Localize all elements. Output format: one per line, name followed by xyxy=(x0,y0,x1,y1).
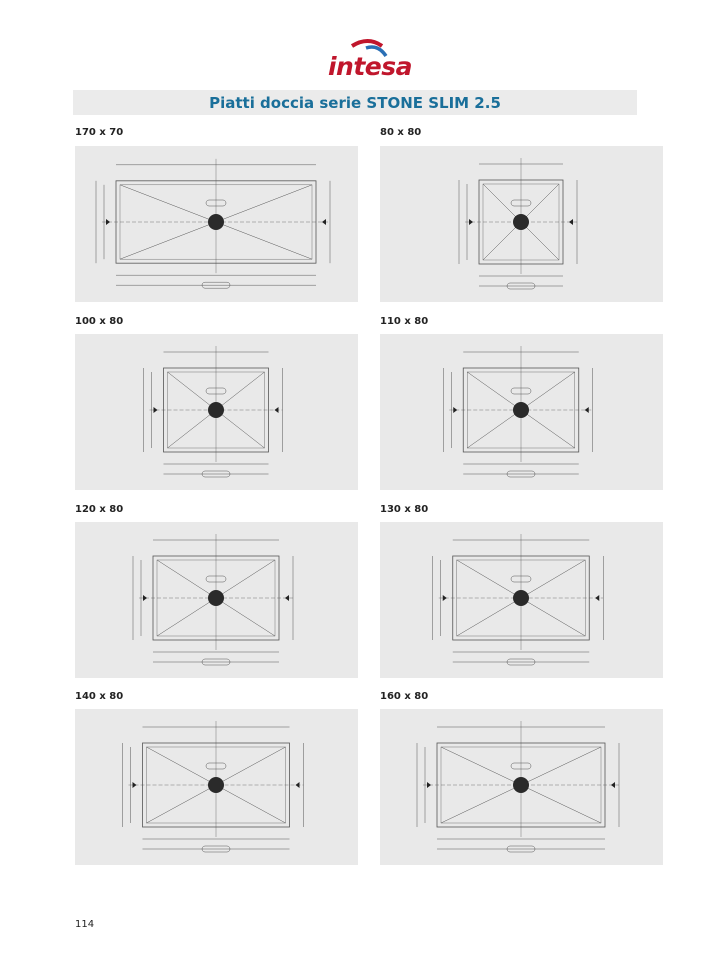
logo-text: intesa xyxy=(327,52,413,81)
drawing-size-label: 80 x 80 xyxy=(380,127,422,138)
drawing-size-label: 110 x 80 xyxy=(380,316,429,327)
technical-drawing xyxy=(75,522,358,678)
drawing-size-label: 170 x 70 xyxy=(75,127,124,138)
technical-drawing xyxy=(75,709,358,865)
technical-drawing xyxy=(75,334,358,490)
section-title-bar: Piatti doccia serie STONE SLIM 2.5 xyxy=(73,90,637,115)
drawing-size-label: 130 x 80 xyxy=(380,504,429,515)
drawing-size-label: 100 x 80 xyxy=(75,316,124,327)
logo-swoosh-icon xyxy=(350,39,388,58)
drawing-size-label: 140 x 80 xyxy=(75,691,124,702)
page-title: Piatti doccia serie STONE SLIM 2.5 xyxy=(209,93,501,112)
technical-drawing xyxy=(75,146,358,302)
drawing-size-label: 160 x 80 xyxy=(380,691,429,702)
drawing-size-label: 120 x 80 xyxy=(75,504,124,515)
technical-drawing xyxy=(380,146,663,302)
technical-drawing xyxy=(380,709,663,865)
intesa-logo: intesa xyxy=(320,36,420,84)
technical-drawing xyxy=(380,522,663,678)
technical-drawing xyxy=(380,334,663,490)
page-number: 114 xyxy=(75,919,95,930)
